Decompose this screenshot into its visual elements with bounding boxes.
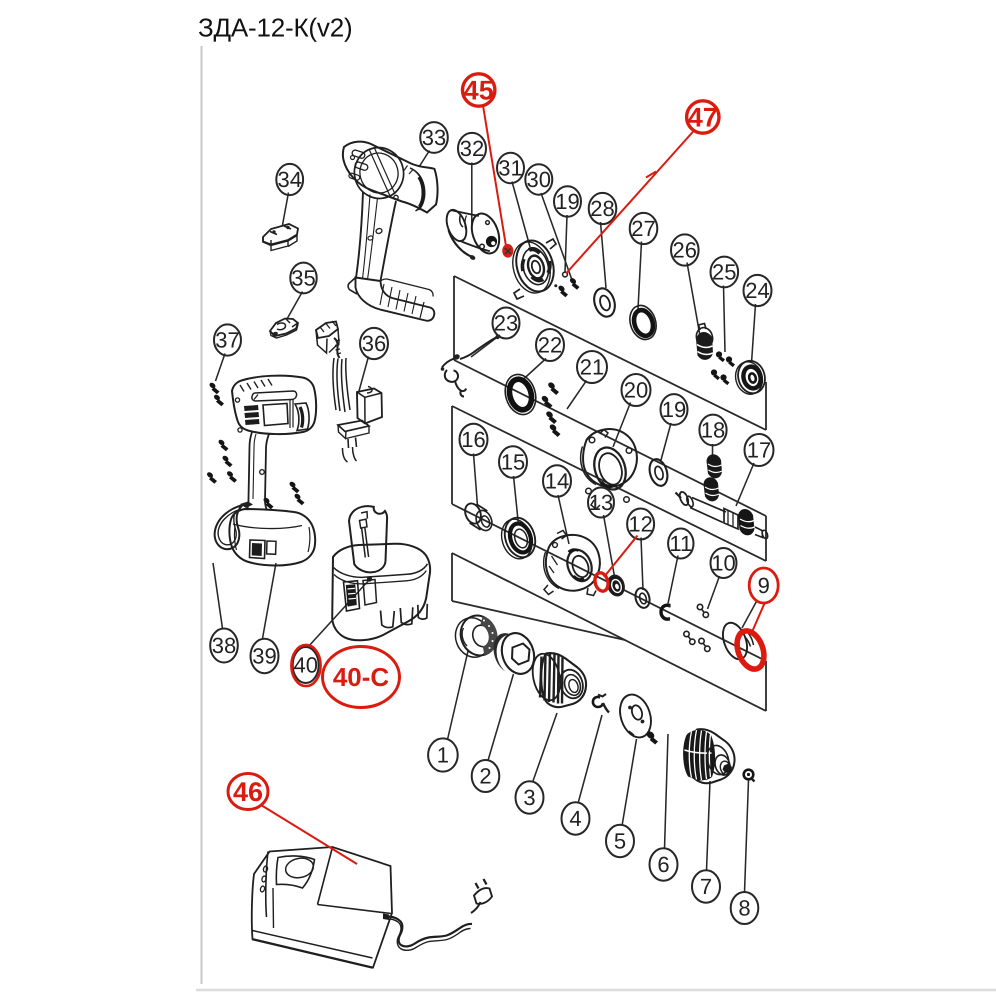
svg-text:20: 20 — [624, 378, 648, 403]
svg-text:19: 19 — [662, 397, 686, 422]
svg-text:40: 40 — [293, 653, 317, 678]
svg-text:33: 33 — [422, 125, 446, 150]
svg-text:8: 8 — [738, 896, 750, 921]
svg-text:38: 38 — [212, 633, 236, 658]
svg-text:6: 6 — [657, 852, 669, 877]
svg-text:37: 37 — [215, 328, 239, 353]
svg-text:21: 21 — [580, 355, 604, 380]
svg-text:32: 32 — [460, 136, 484, 161]
svg-text:5: 5 — [614, 829, 626, 854]
svg-text:28: 28 — [590, 196, 614, 221]
svg-text:13: 13 — [589, 490, 613, 515]
svg-text:12: 12 — [628, 512, 652, 537]
svg-text:40-C: 40-C — [333, 662, 390, 692]
svg-text:47: 47 — [688, 103, 718, 133]
svg-text:ЗДА-12-К(v2): ЗДА-12-К(v2) — [198, 13, 352, 43]
svg-text:3: 3 — [523, 785, 535, 810]
svg-text:25: 25 — [712, 260, 736, 285]
svg-text:45: 45 — [464, 76, 494, 106]
svg-text:39: 39 — [252, 644, 276, 669]
svg-text:31: 31 — [498, 156, 522, 181]
svg-text:10: 10 — [711, 551, 735, 576]
svg-text:27: 27 — [631, 216, 655, 241]
svg-text:36: 36 — [362, 331, 386, 356]
svg-text:24: 24 — [745, 278, 769, 303]
svg-text:19: 19 — [555, 189, 579, 214]
svg-text:34: 34 — [277, 167, 301, 192]
svg-text:2: 2 — [479, 764, 491, 789]
svg-text:9: 9 — [758, 573, 770, 598]
svg-text:1: 1 — [437, 743, 449, 768]
svg-text:7: 7 — [700, 874, 712, 899]
svg-text:16: 16 — [461, 427, 485, 452]
svg-text:14: 14 — [545, 469, 569, 494]
svg-text:46: 46 — [233, 777, 263, 807]
svg-text:18: 18 — [701, 418, 725, 443]
svg-text:15: 15 — [501, 450, 525, 475]
svg-text:35: 35 — [291, 266, 315, 291]
svg-text:23: 23 — [494, 311, 518, 336]
svg-text:30: 30 — [527, 167, 551, 192]
svg-text:11: 11 — [669, 531, 692, 556]
svg-text:17: 17 — [747, 438, 771, 463]
svg-text:22: 22 — [538, 333, 562, 358]
svg-text:4: 4 — [569, 806, 581, 831]
svg-text:26: 26 — [673, 238, 697, 263]
